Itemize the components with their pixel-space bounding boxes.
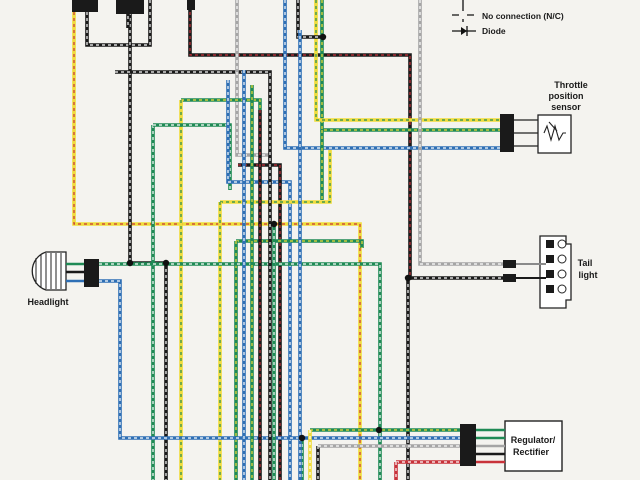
throttle-position-sensor: Throttle position sensor [500, 80, 588, 154]
junction-dot [270, 220, 278, 228]
wire-green-yellow [181, 98, 262, 110]
regulator-connector [460, 424, 476, 466]
tail-connector [503, 274, 516, 282]
connector-block [116, 0, 144, 14]
tail-light: Tail light [503, 235, 598, 309]
wire-green-white [153, 123, 232, 190]
top-connectors [72, 0, 195, 14]
wire-grey-white [418, 0, 503, 266]
throttle-label-line3: sensor [551, 102, 581, 112]
tail-connector [503, 260, 516, 268]
diode-icon [452, 26, 476, 36]
regulator-rectifier: Regulator/ Rectifier [460, 420, 563, 472]
junction-dots [126, 33, 412, 442]
junction-dot [319, 33, 327, 41]
junction-dot [126, 259, 134, 267]
junction-dot [298, 434, 306, 442]
throttle-label-line2: position [549, 91, 584, 101]
wire-stripe [73, 0, 361, 480]
potentiometer-icon [543, 123, 566, 143]
regulator-label-line1: Regulator/ [511, 435, 556, 445]
throttle-sensor-body [537, 114, 572, 154]
wire-stripe [315, 0, 500, 121]
wire-stripe [153, 124, 231, 190]
headlight: Headlight [27, 251, 99, 307]
wire-harness [72, 0, 503, 480]
headlight-label: Headlight [27, 297, 68, 307]
throttle-label-line1: Throttle [554, 80, 588, 90]
wire-stripe [284, 0, 500, 149]
wire-black-white [115, 70, 272, 80]
tail-label-line1: Tail [578, 258, 593, 268]
wire-yellow-green [314, 0, 500, 122]
wire-stripe [236, 240, 363, 248]
wire-stripe [220, 150, 331, 203]
legend: No connection (N/C) Diode [452, 0, 564, 36]
bulb-icon [557, 254, 567, 264]
junction-dot [375, 426, 383, 434]
connector-block [187, 0, 195, 10]
bulb-icon [557, 239, 567, 249]
junction-dot [162, 259, 170, 267]
regulator-label-line2: Rectifier [513, 447, 550, 457]
wire-stripe [419, 0, 503, 265]
junction-dot [404, 274, 412, 282]
bulb-icon [557, 269, 567, 279]
legend-diode: Diode [482, 26, 506, 36]
connector-block [72, 0, 98, 12]
wire-stripe [321, 0, 500, 131]
headlight-connector [84, 259, 99, 287]
wire-black-white [85, 0, 152, 47]
tail-label-line2: light [579, 270, 598, 280]
wire-stripe [181, 99, 261, 110]
throttle-connector [500, 114, 514, 152]
regulator-body [504, 420, 563, 472]
wire-green-white [99, 262, 382, 480]
legend-no-connection: No connection (N/C) [482, 11, 564, 21]
wire-stripe [99, 280, 460, 439]
bulb-icon [557, 284, 567, 294]
wire-yellow-green [220, 150, 332, 204]
wire-stripe [297, 0, 323, 38]
